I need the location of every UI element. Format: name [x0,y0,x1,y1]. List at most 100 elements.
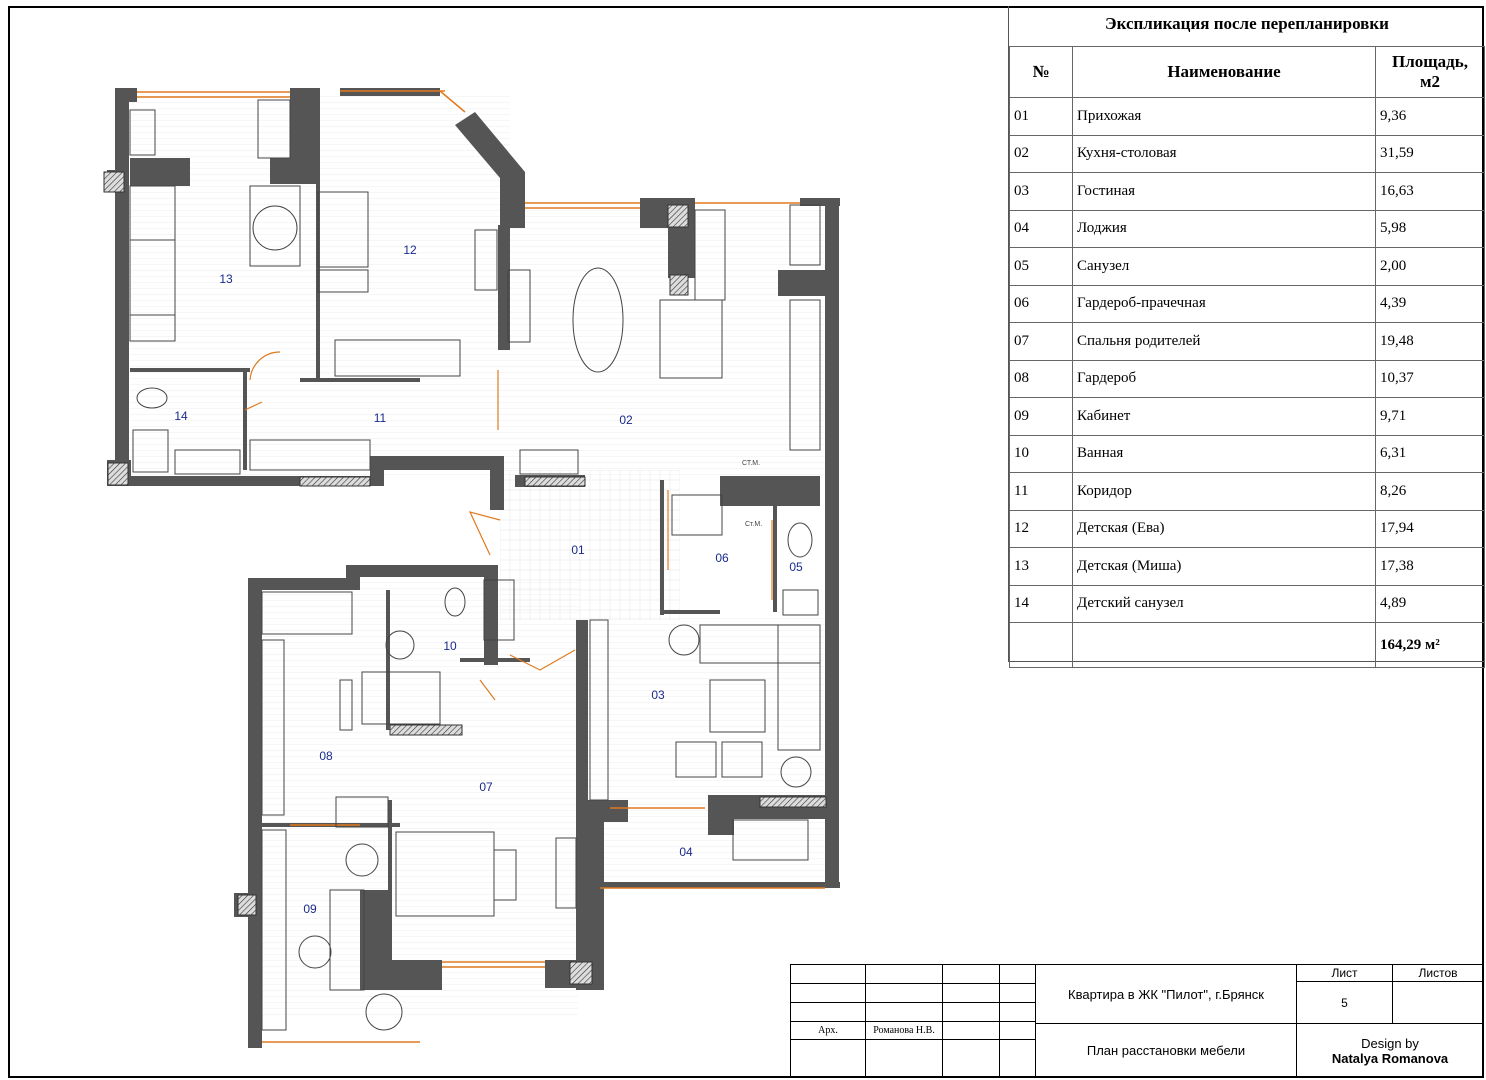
cell-name: Кабинет [1072,397,1376,436]
cell-name: Гардероб-прачечная [1072,284,1376,323]
tb-cell [790,964,866,984]
tb-sheets-total [1392,981,1484,1024]
cell-name: Коридор [1072,472,1376,511]
cell-area: 5,98 [1375,209,1485,248]
cell-area: 31,59 [1375,134,1485,173]
tb-design: Design by Natalya Romanova [1296,1023,1484,1078]
tb-author: Романова Н.В. [865,1021,943,1040]
tb-cell [999,964,1036,984]
cell-num: 07 [1009,322,1073,361]
cell-num: 04 [1009,209,1073,248]
room-number-08: 08 [319,749,333,763]
cell-num: 01 [1009,97,1073,136]
cell-num: 05 [1009,247,1073,286]
tb-cell [942,1021,1000,1040]
room-number-11: 11 [374,411,387,425]
room-number-10: 10 [443,639,457,653]
title-block: Арх. Романова Н.В. Квартира в ЖК "Пилот"… [790,964,1484,1078]
room-number-07: 07 [479,780,493,794]
room-number-13: 13 [219,272,233,286]
cell-area: 9,36 [1375,97,1485,136]
header-num: № [1009,46,1073,98]
cell-empty [1009,622,1073,668]
room-number-12: 12 [403,243,417,257]
header-area: Площадь, м2 [1375,46,1485,98]
tb-cell [865,1002,943,1022]
tb-sheet-label: Лист [1296,964,1393,982]
room-number-01: 01 [571,543,585,557]
tb-sheet-number: 5 [1296,981,1393,1024]
cell-area: 4,89 [1375,584,1485,623]
total-area: 164,29 м² [1375,622,1485,668]
cell-name: Кухня-столовая [1072,134,1376,173]
tb-project: Квартира в ЖК "Пилот", г.Брянск [1035,964,1297,1024]
tb-cell [790,1002,866,1022]
cell-area: 9,71 [1375,397,1485,436]
furniture [129,99,821,1031]
cell-num: 03 [1009,172,1073,211]
walls [107,88,840,1048]
cell-name: Лоджия [1072,209,1376,248]
cell-name: Гостиная [1072,172,1376,211]
cell-num: 06 [1009,284,1073,323]
cell-name: Прихожая [1072,97,1376,136]
cell-name: Детская (Ева) [1072,509,1376,548]
floor-plan: 13 12 02 11 14 01 06 05 10 03 08 07 04 0… [103,88,840,1048]
explication-title: Экспликация после перепланировки [1105,14,1389,33]
tb-sheets-label: Листов [1392,964,1484,982]
cell-num: 12 [1009,509,1073,548]
cell-num: 10 [1009,434,1073,473]
washer-label-1: СТ.М. [742,460,760,467]
tb-cell [865,983,943,1003]
tb-cell [942,983,1000,1003]
room-number-02: 02 [619,413,633,427]
tb-cell [865,1039,943,1078]
cell-area: 19,48 [1375,322,1485,361]
cell-name: Детский санузел [1072,584,1376,623]
windows [137,90,825,1043]
cell-name: Детская (Миша) [1072,547,1376,586]
tb-cell [942,1002,1000,1022]
hatched-columns [103,171,827,985]
cell-name: Ванная [1072,434,1376,473]
design-line-2: Natalya Romanova [1331,1050,1449,1066]
tb-drawing: План расстановки мебели [1035,1023,1297,1078]
cell-area: 10,37 [1375,359,1485,398]
header-row: № Наименование Площадь, м2 [1009,46,1485,98]
tb-role: Арх. [790,1021,866,1040]
cell-area: 4,39 [1375,284,1485,323]
cell-area: 16,63 [1375,172,1485,211]
tb-cell [865,964,943,984]
room-number-09: 09 [303,902,317,916]
cell-area: 17,94 [1375,509,1485,548]
cell-area: 17,38 [1375,547,1485,586]
design-line-1: Design by [1361,1035,1419,1051]
header-name: Наименование [1072,46,1376,98]
cell-num: 14 [1009,584,1073,623]
cell-name: Гардероб [1072,359,1376,398]
tb-cell [999,1002,1036,1022]
cell-area: 8,26 [1375,472,1485,511]
tb-cell [999,1039,1036,1078]
cell-num: 08 [1009,359,1073,398]
cell-area: 2,00 [1375,247,1485,286]
cell-num: 09 [1009,397,1073,436]
room-number-14: 14 [174,409,188,423]
tb-cell [942,964,1000,984]
tb-cell [790,1039,866,1078]
cell-num: 11 [1009,472,1073,511]
